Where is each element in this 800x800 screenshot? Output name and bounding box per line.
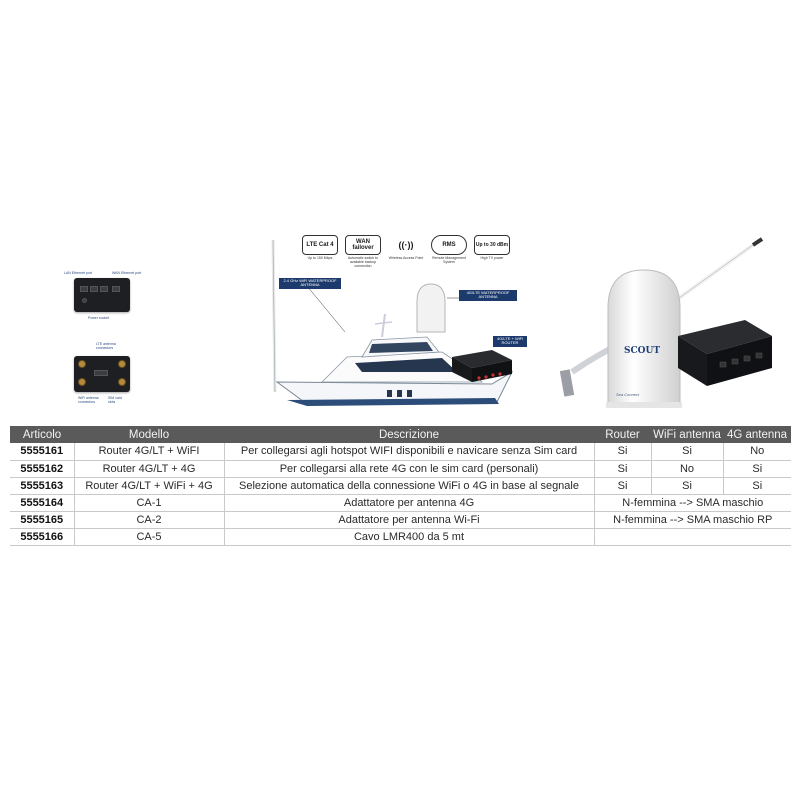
router-bottom-view bbox=[74, 356, 130, 392]
col-router: Router bbox=[594, 426, 651, 443]
cell-4g: Si bbox=[722, 477, 791, 495]
cell-descrizione: Per collegarsi agli hotspot WIFI disponi… bbox=[223, 443, 594, 461]
cell-descrizione: Cavo LMR400 da 5 mt bbox=[223, 528, 594, 546]
wifi-antenna-callout: 2.4 GHz WiFi WATERPROOF ANTENNA bbox=[279, 278, 341, 289]
col-modello: Modello bbox=[74, 426, 224, 443]
sea-connect-logo: Sea Connect bbox=[616, 392, 640, 397]
table-row: 5555166 CA-5 Cavo LMR400 da 5 mt bbox=[10, 528, 791, 546]
lte-antenna-callout: 4G/LTE WATERPROOF ANTENNA bbox=[459, 290, 517, 301]
table-row: 5555162 Router 4G/LT + 4G Per collegarsi… bbox=[10, 460, 791, 478]
lte-connectors-label: LTE antenna connectors bbox=[96, 342, 116, 350]
cell-articolo: 5555163 bbox=[10, 477, 74, 495]
cloud-icon: RMS bbox=[431, 235, 467, 255]
cell-wifi: No bbox=[650, 460, 723, 478]
col-4g-antenna: 4G antenna bbox=[723, 426, 791, 443]
power-socket-label: Power socket bbox=[88, 316, 110, 320]
cell-modello: Router 4G/LT + WiFi + 4G bbox=[73, 477, 224, 495]
cell-router: Si bbox=[593, 477, 651, 495]
cell-modello: Router 4G/LT + 4G bbox=[73, 460, 224, 478]
feature-wifi: ((·)) Wireless Access Point bbox=[388, 235, 424, 269]
table-row: 5555165 CA-2 Adattatore per antenna Wi-F… bbox=[10, 511, 791, 529]
cell-modello: CA-1 bbox=[73, 494, 224, 512]
cell-router: Si bbox=[593, 460, 651, 478]
yacht-illustration: LTE Cat 4 Up to 150 Mbps WAN failover Au… bbox=[267, 232, 527, 422]
feature-lte: LTE Cat 4 Up to 150 Mbps bbox=[302, 235, 338, 269]
cell-note: N-femmina --> SMA maschio bbox=[593, 494, 791, 512]
cell-modello: CA-5 bbox=[73, 528, 224, 546]
feature-icons: LTE Cat 4 Up to 150 Mbps WAN failover Au… bbox=[302, 235, 510, 269]
table-row: 5555164 CA-1 Adattatore per antenna 4G N… bbox=[10, 494, 791, 512]
cell-articolo: 5555165 bbox=[10, 511, 74, 529]
scout-antenna-graphic bbox=[559, 237, 772, 408]
feature-wan: WAN failover Automatic switch to availab… bbox=[345, 235, 381, 269]
col-articolo: Articolo bbox=[10, 426, 74, 443]
lan-port-label: LAN Ethernet port bbox=[64, 271, 93, 275]
cell-note bbox=[593, 528, 791, 546]
scout-logo: SCOUT bbox=[624, 346, 661, 356]
router-top-view bbox=[74, 278, 130, 312]
feature-rms: RMS Remote Management System bbox=[431, 235, 467, 269]
col-wifi-antenna: WiFi antenna bbox=[651, 426, 723, 443]
cell-wifi: Si bbox=[650, 477, 723, 495]
wifi-connectors-label: WiFi antenna connectors bbox=[78, 396, 99, 404]
router-diagram: LAN Ethernet port WAN Ethernet port Powe… bbox=[60, 260, 141, 430]
cell-4g: No bbox=[722, 443, 791, 461]
cell-router: Si bbox=[593, 443, 651, 461]
wifi-icon: ((·)) bbox=[388, 235, 424, 255]
cell-modello: CA-2 bbox=[73, 511, 224, 529]
cell-4g: Si bbox=[722, 460, 791, 478]
yacht-graphic bbox=[267, 239, 527, 422]
cell-descrizione: Per collegarsi alla rete 4G con le sim c… bbox=[223, 460, 594, 478]
cell-note: N-femmina --> SMA maschio RP bbox=[593, 511, 791, 529]
router-callout: 4G/LTE + WiFi ROUTER bbox=[493, 336, 527, 347]
sim-slot-label: SIM card slots bbox=[108, 396, 123, 404]
cell-articolo: 5555162 bbox=[10, 460, 74, 478]
product-image-strip: LAN Ethernet port WAN Ethernet port Powe… bbox=[60, 232, 775, 422]
cell-articolo: 5555166 bbox=[10, 528, 74, 546]
cell-descrizione: Selezione automatica della connessione W… bbox=[223, 477, 594, 495]
feature-tx-power: Up to 30 dBm High TX power bbox=[474, 235, 510, 269]
wan-port-label: WAN Ethernet port bbox=[112, 271, 142, 275]
cell-modello: Router 4G/LT + WiFI bbox=[73, 443, 224, 461]
table-header-row: Articolo Modello Descrizione Router WiFi… bbox=[10, 426, 791, 443]
table-row: 5555161 Router 4G/LT + WiFI Per collegar… bbox=[10, 443, 791, 461]
cell-descrizione: Adattatore per antenna Wi-Fi bbox=[223, 511, 594, 529]
col-descrizione: Descrizione bbox=[224, 426, 594, 443]
cell-descrizione: Adattatore per antenna 4G bbox=[223, 494, 594, 512]
cell-articolo: 5555164 bbox=[10, 494, 74, 512]
cell-wifi: Si bbox=[650, 443, 723, 461]
scout-product-photo: SCOUT Sea Connect bbox=[550, 236, 775, 416]
table-row: 5555163 Router 4G/LT + WiFi + 4G Selezio… bbox=[10, 477, 791, 495]
cell-articolo: 5555161 bbox=[10, 443, 74, 461]
product-spec-table: Articolo Modello Descrizione Router WiFi… bbox=[10, 426, 791, 546]
